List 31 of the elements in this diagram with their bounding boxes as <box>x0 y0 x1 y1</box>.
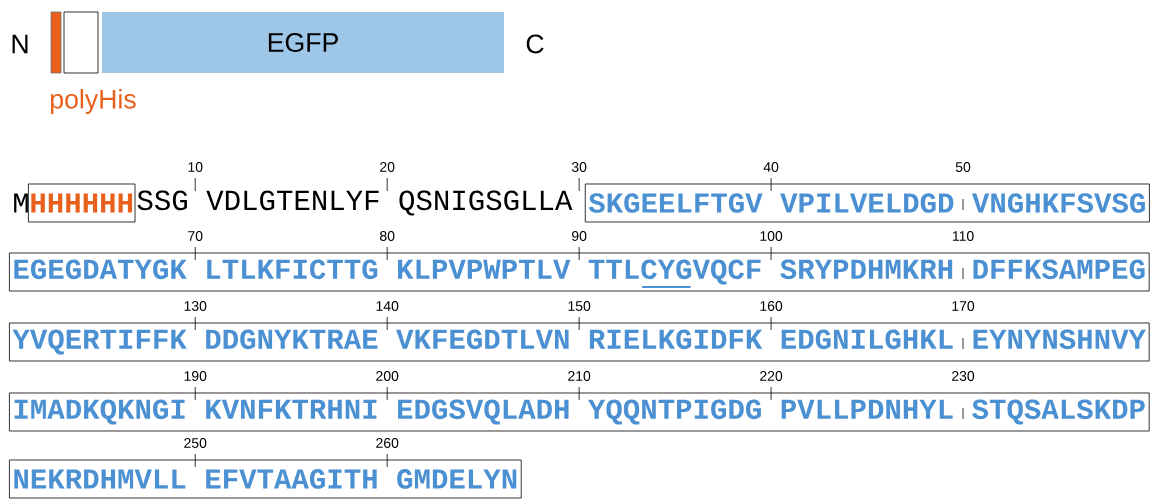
position-number: 220 <box>760 371 783 381</box>
position-number: 260 <box>376 438 399 448</box>
position-number: 190 <box>184 371 207 381</box>
domain-box <box>63 11 99 74</box>
sequence-box: HHHHHH <box>27 183 136 223</box>
tag-label: polyHis <box>51 89 136 114</box>
position-number: 90 <box>572 231 587 241</box>
domain-box: EGFP <box>102 12 504 73</box>
sequence-box: EGEGDATYGK LTLKFICTTG KLPVPWPTLV TTLCYGVQCF SRYPDHMKRH DFFKSAMPEG <box>9 252 1150 292</box>
sequence-text: SSG VDLGTENLYF QSNIGSGLLA <box>137 190 573 216</box>
position-number: 230 <box>952 371 975 381</box>
position-number: 10 <box>188 162 203 172</box>
position-number: 210 <box>568 371 591 381</box>
sequence-box: SKGEELFTGV VPILVELDGD VNGHKFSVSG <box>584 183 1150 223</box>
position-number: 130 <box>184 301 207 311</box>
sequence-text: M <box>14 193 28 213</box>
sequence-box: NEKRDHMVLL EFVTAAGITH GMDELYN <box>9 459 522 499</box>
position-number: 30 <box>571 162 587 172</box>
terminus-label: N <box>12 34 28 54</box>
position-number: 20 <box>380 162 395 172</box>
position-number: 170 <box>952 301 975 311</box>
sequence-box: YVQERTIFFK DDGNYKTRAE VKFEGDTLVN RIELKGIDFK EDGNILGHKL EYNYNSHNVY <box>9 322 1150 362</box>
position-number: 100 <box>760 231 783 241</box>
position-number: 250 <box>184 438 207 448</box>
sequence-box: IMADKQKNGI KVNFKTRHNI EDGSVQLADH YQQNTPIGDG PVLLPDNHYL STQSALSKDP <box>9 392 1150 432</box>
position-number: 150 <box>568 301 591 311</box>
tag-bar <box>50 11 62 74</box>
position-number: 110 <box>952 231 974 241</box>
position-number: 200 <box>376 371 399 381</box>
position-number: 140 <box>376 301 399 311</box>
position-number: 160 <box>760 301 783 311</box>
